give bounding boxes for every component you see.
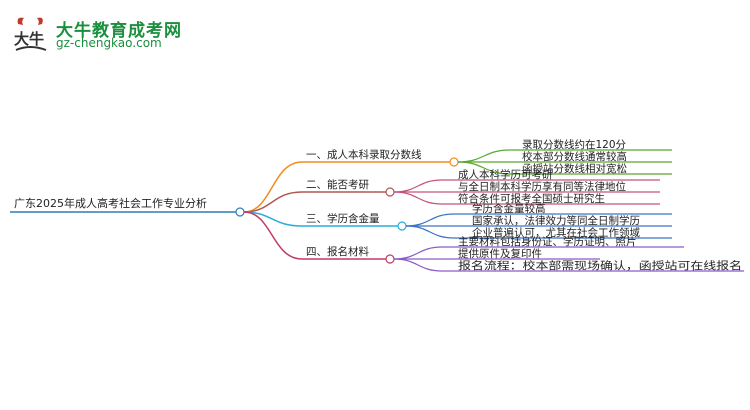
branch-3-item-3: 企业普遍认可，尤其在社会工作领域 <box>472 226 640 239</box>
branch-4-item-1: 主要材料包括身份证、学历证明、照片 <box>458 235 637 248</box>
branch-2: 二、能否考研 成人本科学历可考研 与全日制本科学历享有同等法律地位 符合条件可报… <box>243 168 660 213</box>
branch-2-item-1: 成人本科学历可考研 <box>458 168 553 181</box>
logo-title: 大牛教育成考网 <box>56 21 182 41</box>
branch-4-label[interactable]: 四、报名材料 <box>306 245 369 258</box>
root-label: 广东2025年成人高考社会工作专业分析 <box>14 196 207 210</box>
branch-4-item-3: 报名流程：校本部需现场确认，函授站可在线报名 <box>458 259 742 272</box>
bull-logo-icon: 大牛 <box>14 17 47 51</box>
branch-1-label[interactable]: 一、成人本科录取分数线 <box>306 148 422 161</box>
branch-3: 三、学历含金量 学历含金量较高 国家承认，法律效力等同全日制学历 企业普遍认可，… <box>243 202 672 239</box>
branch-4-item-2: 提供原件及复印件 <box>458 247 542 260</box>
branch-3-item-2: 国家承认，法律效力等同全日制学历 <box>472 214 640 227</box>
branch-1: 一、成人本科录取分数线 录取分数线约在120分 校本部分数线通常较高 函授站分数… <box>243 138 672 213</box>
branch-2-label[interactable]: 二、能否考研 <box>306 178 369 191</box>
branch-2-item-3: 符合条件可报考全国硕士研究生 <box>458 192 605 205</box>
branch-1-item-2: 校本部分数线通常较高 <box>522 150 627 163</box>
branch-2-item-2: 与全日制本科学历享有同等法律地位 <box>458 180 626 193</box>
branch-4: 四、报名材料 主要材料包括身份证、学历证明、照片 提供原件及复印件 报名流程：校… <box>243 211 744 272</box>
branch-1-item-1: 录取分数线约在120分 <box>522 138 627 151</box>
svg-text:大牛: 大牛 <box>14 30 44 48</box>
logo-url: gz-chengkao.com <box>56 36 162 50</box>
branch-3-item-1: 学历含金量较高 <box>472 202 546 215</box>
site-logo[interactable]: 大牛 大牛教育成考网 gz-chengkao.com <box>12 14 212 54</box>
branch-1-item-3: 函授站分数线相对宽松 <box>522 162 627 175</box>
branch-3-label[interactable]: 三、学历含金量 <box>306 212 380 225</box>
root-node <box>235 207 245 217</box>
